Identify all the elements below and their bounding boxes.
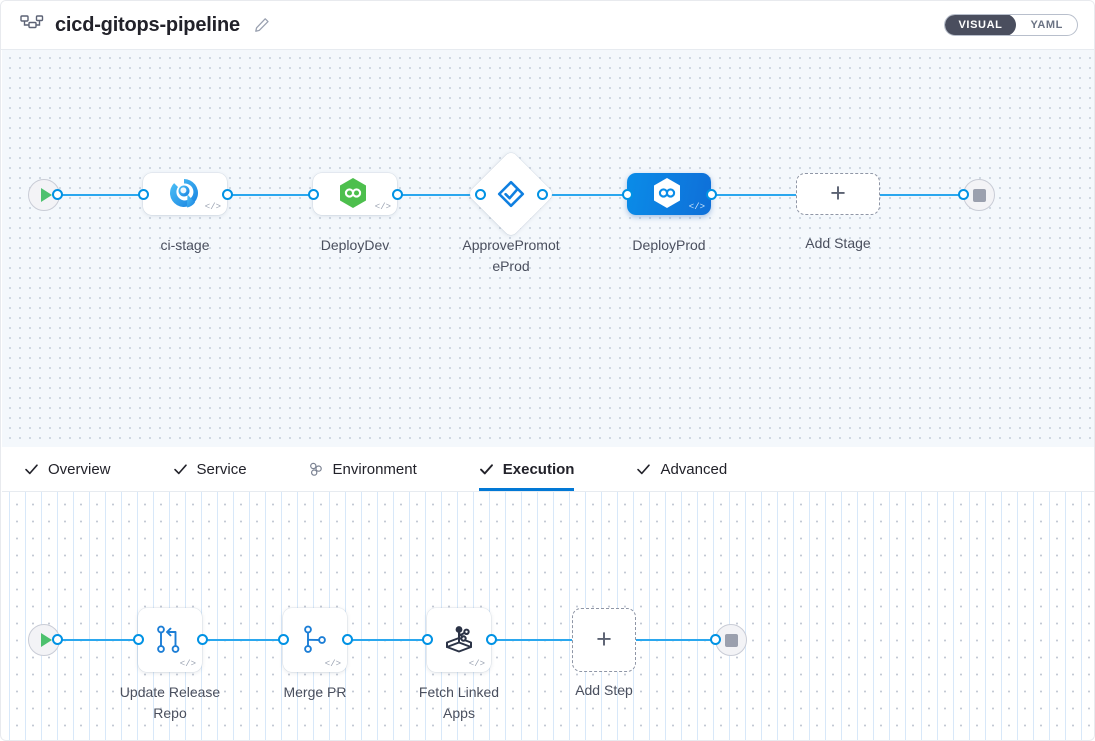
- step-label-update-release-repo: Update Release Repo: [119, 684, 221, 721]
- approval-in-port[interactable]: [475, 189, 486, 200]
- play-icon: [40, 188, 52, 202]
- step-link-3: [342, 639, 434, 641]
- tab-service[interactable]: Service: [173, 447, 269, 491]
- tab-label: Execution: [502, 460, 575, 478]
- check-icon: [24, 462, 39, 477]
- update-release-repo-in-port[interactable]: [133, 634, 144, 645]
- approval-check-icon: [496, 179, 526, 209]
- gitops-fetch-apps-icon: [439, 620, 479, 660]
- stage-node-deployprod[interactable]: </>: [627, 173, 711, 215]
- step-node-fetch-linked-apps[interactable]: </>: [427, 608, 491, 672]
- stage-node-approvepromoteprod[interactable]: [467, 150, 555, 238]
- step-link-4: [486, 639, 574, 641]
- pencil-edit-icon[interactable]: [253, 16, 271, 34]
- cd-deploy-hex-icon: [652, 177, 686, 211]
- code-marker: </>: [324, 659, 341, 669]
- merge-pr-out-port[interactable]: [342, 634, 353, 645]
- tab-label: Environment: [332, 460, 417, 478]
- code-marker: </>: [374, 202, 391, 212]
- deploydev-in-port[interactable]: [308, 189, 319, 200]
- add-stage-button[interactable]: +: [796, 173, 880, 215]
- page-title: cicd-gitops-pipeline: [55, 13, 240, 36]
- stop-icon: [972, 188, 986, 202]
- stage-label-ci-stage: ci-stage: [160, 237, 210, 253]
- start-out-port[interactable]: [52, 189, 63, 200]
- tab-label: Overview: [48, 460, 111, 478]
- approval-out-port[interactable]: [537, 189, 548, 200]
- ci-stage-in-port[interactable]: [138, 189, 149, 200]
- pipeline-end-node[interactable]: [963, 179, 995, 211]
- stage-node-ci-stage[interactable]: </>: [143, 173, 227, 215]
- check-icon: [636, 462, 651, 477]
- add-stage-label: Add Stage: [805, 235, 871, 251]
- tab-environment[interactable]: Environment: [309, 447, 439, 491]
- fetch-linked-apps-in-port[interactable]: [422, 634, 433, 645]
- stage-link-5: [712, 194, 797, 196]
- environment-icon: [309, 462, 324, 477]
- stage-config-tabs: Overview Service Environment Execution: [2, 447, 1094, 492]
- code-marker: </>: [204, 202, 221, 212]
- stage-label-deploydev: DeployDev: [320, 237, 390, 253]
- add-step-label: Add Step: [575, 682, 633, 698]
- deployprod-in-port[interactable]: [622, 189, 633, 200]
- step-node-update-release-repo[interactable]: </>: [138, 608, 202, 672]
- step-link-5: [632, 639, 720, 641]
- tab-advanced[interactable]: Advanced: [636, 447, 749, 491]
- stage-node-deploydev[interactable]: </>: [313, 173, 397, 215]
- update-release-repo-out-port[interactable]: [197, 634, 208, 645]
- execution-end-in-port[interactable]: [710, 634, 721, 645]
- play-icon: [40, 633, 52, 647]
- pipeline-nodes-icon: [19, 12, 45, 38]
- cd-deploy-hex-icon: [338, 177, 372, 211]
- tab-overview[interactable]: Overview: [24, 447, 133, 491]
- step-link-1: [57, 639, 145, 641]
- ci-build-icon: [168, 177, 202, 211]
- plus-icon: +: [596, 623, 612, 654]
- git-branch-merge-icon: [296, 621, 334, 659]
- deployprod-out-port[interactable]: [706, 189, 717, 200]
- end-circle: [963, 179, 995, 211]
- stage-link-3: [397, 194, 480, 196]
- step-node-merge-pr[interactable]: </>: [283, 608, 347, 672]
- stage-canvas[interactable]: </> ci-stage </> DeployDev: [2, 50, 1094, 447]
- stage-link-6: [880, 194, 968, 196]
- stage-link-1: [57, 194, 145, 196]
- add-step-button[interactable]: +: [572, 608, 636, 672]
- tab-execution[interactable]: Execution: [478, 447, 597, 491]
- plus-icon: +: [830, 177, 846, 208]
- end-in-port[interactable]: [958, 189, 969, 200]
- pipeline-header: cicd-gitops-pipeline VISUAL YAML: [1, 1, 1094, 50]
- stage-label-deployprod: DeployProd: [632, 237, 706, 253]
- merge-pr-in-port[interactable]: [278, 634, 289, 645]
- deploydev-out-port[interactable]: [392, 189, 403, 200]
- step-label-fetch-linked-apps: Fetch Linked Apps: [418, 684, 500, 721]
- tab-label: Advanced: [660, 460, 728, 478]
- check-icon: [479, 462, 494, 477]
- step-label-merge-pr: Merge PR: [283, 684, 347, 700]
- execution-start-out-port[interactable]: [52, 634, 63, 645]
- step-link-2: [198, 639, 290, 641]
- update-release-repo-icon: [151, 621, 189, 659]
- toggle-yaml[interactable]: YAML: [1030, 19, 1063, 31]
- stage-link-2: [227, 194, 319, 196]
- code-marker: </>: [688, 202, 705, 212]
- stop-icon: [724, 633, 738, 647]
- ci-stage-out-port[interactable]: [222, 189, 233, 200]
- view-mode-toggle[interactable]: VISUAL YAML: [943, 14, 1078, 36]
- fetch-linked-apps-out-port[interactable]: [486, 634, 497, 645]
- toggle-visual[interactable]: VISUAL: [944, 15, 1017, 35]
- check-icon: [173, 462, 188, 477]
- stage-link-4: [542, 194, 630, 196]
- tab-label: Service: [196, 460, 247, 478]
- execution-step-canvas[interactable]: </> Update Release Repo </>: [2, 492, 1094, 740]
- code-marker: </>: [179, 659, 196, 669]
- code-marker: </>: [468, 659, 485, 669]
- stage-label-approvepromoteprod: ApprovePromot eProd: [462, 237, 560, 274]
